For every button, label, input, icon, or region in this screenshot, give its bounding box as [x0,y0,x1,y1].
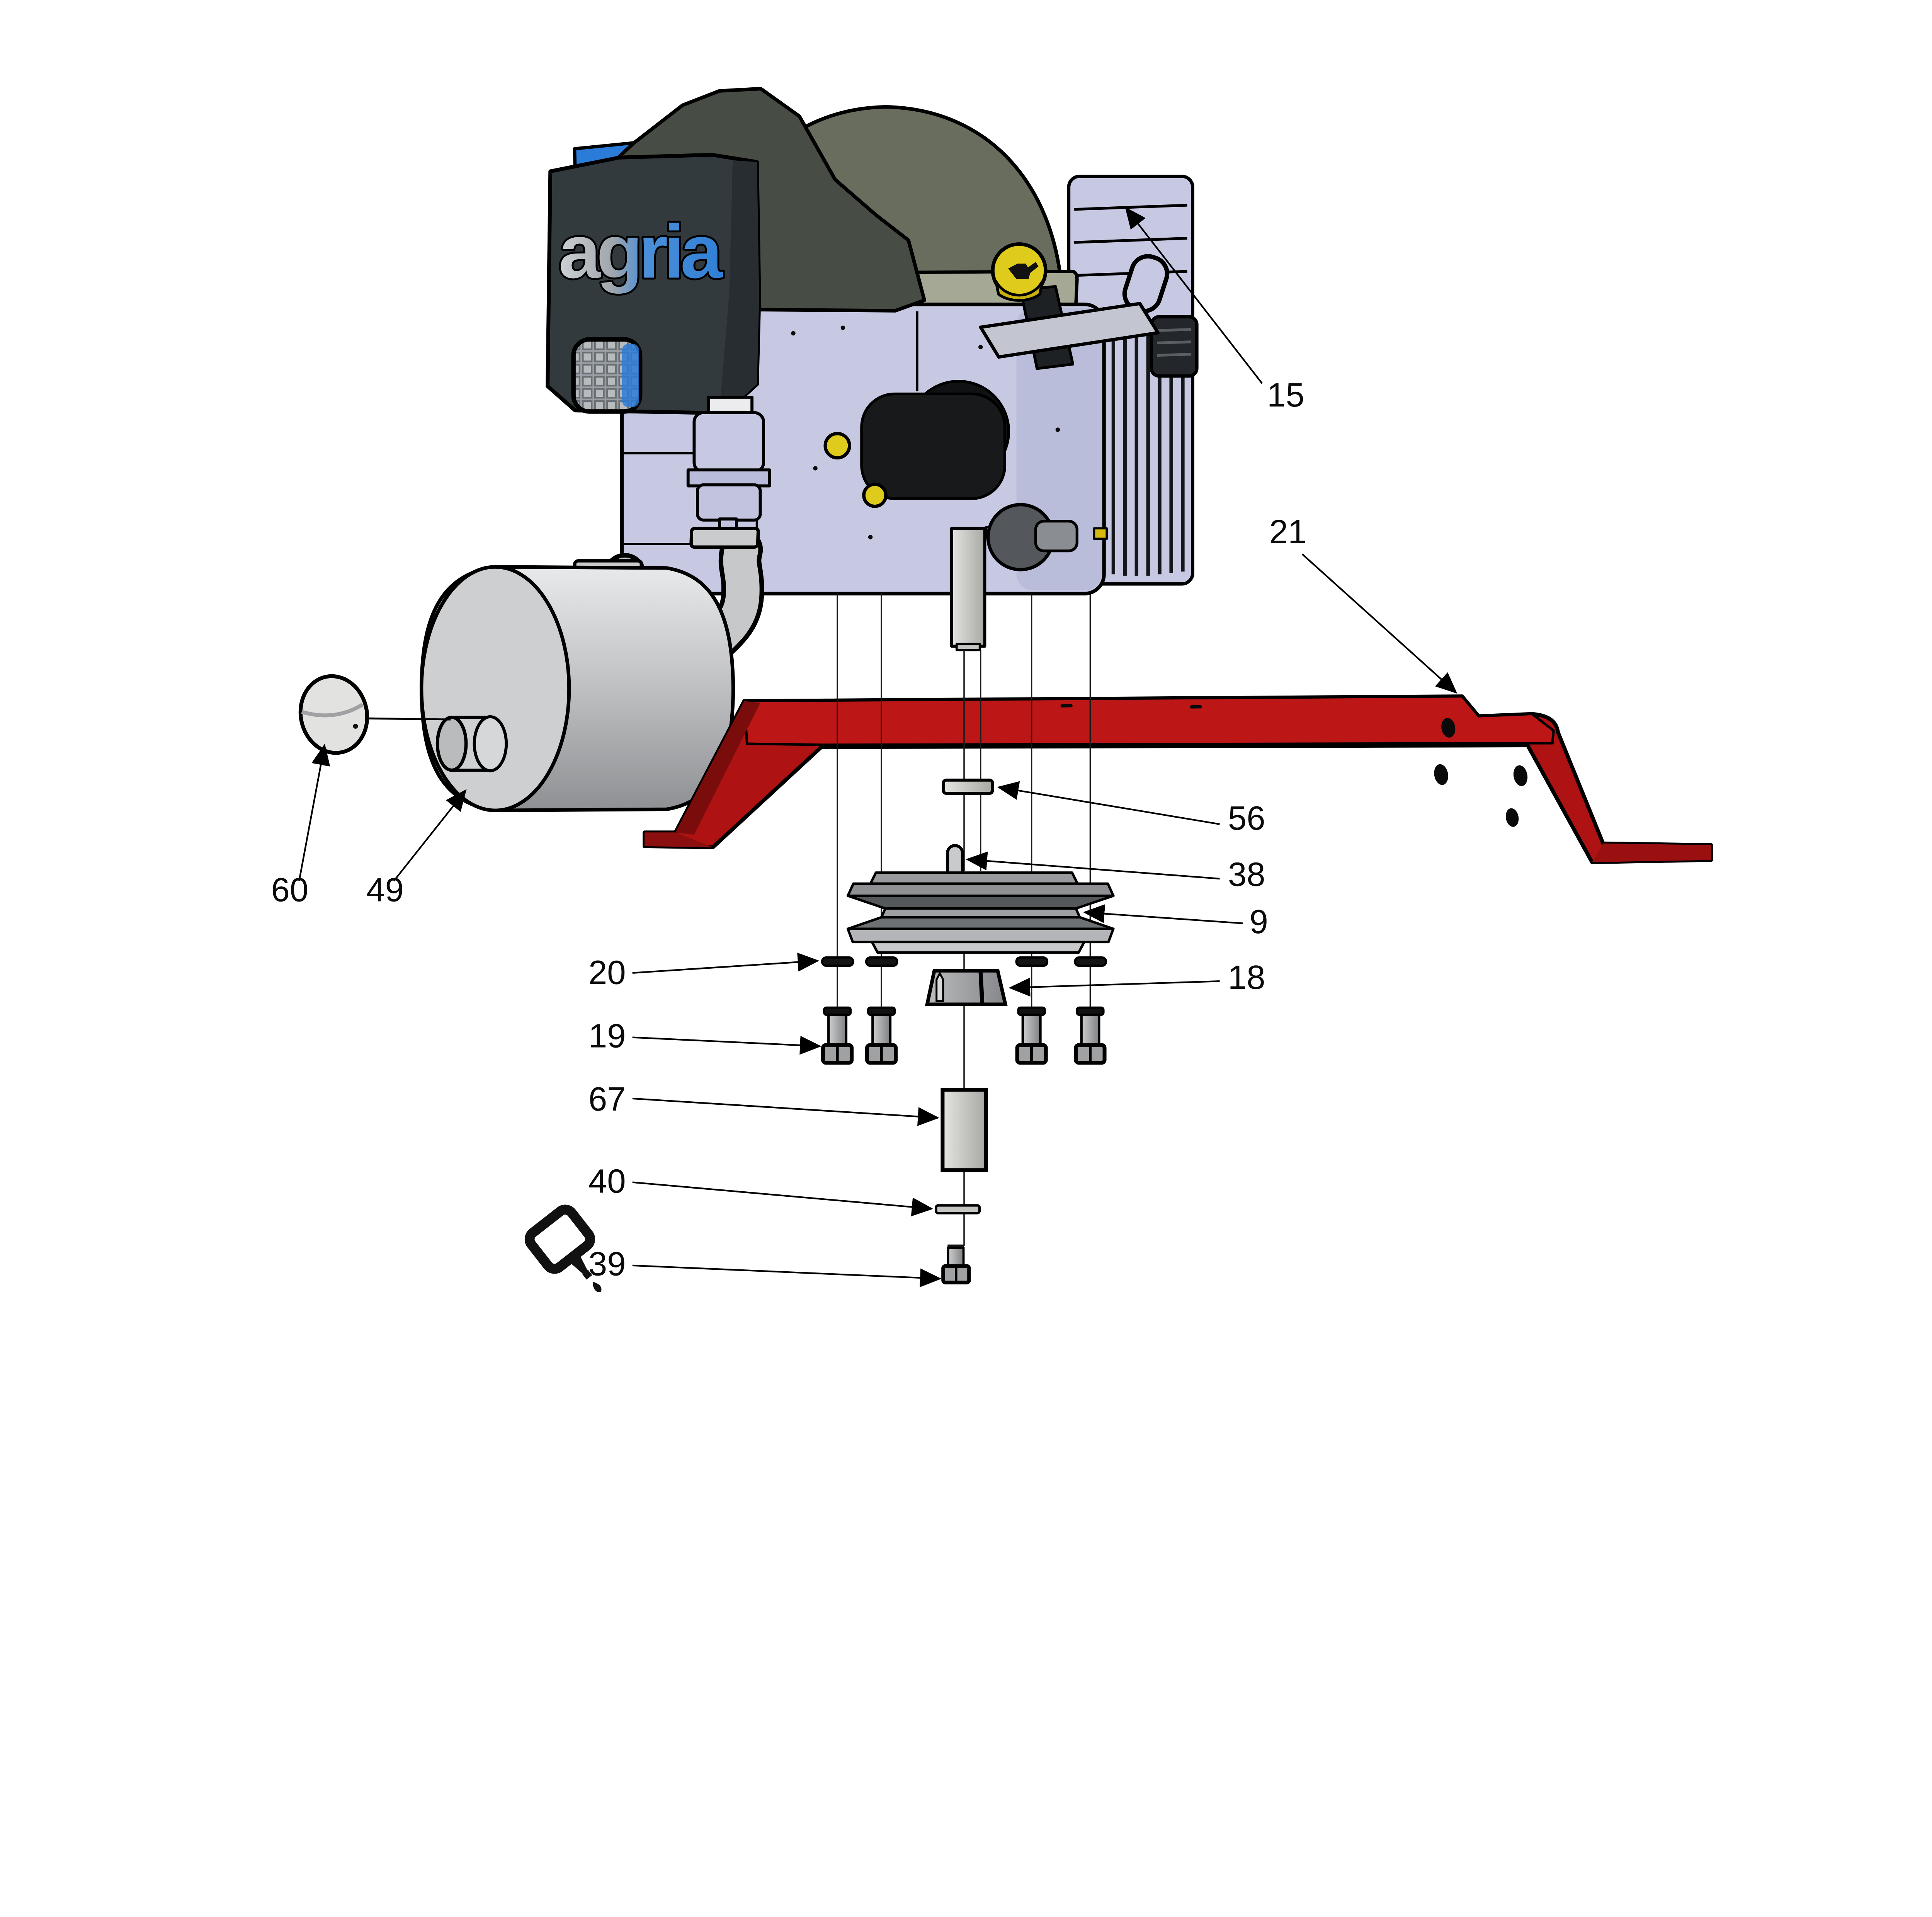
part-label-60: 60 [271,871,309,908]
center-bolt-39 [941,1244,971,1284]
bracket-left-foot [645,832,713,847]
part-label-56: 56 [1228,799,1265,837]
leader-39 [632,1264,942,1288]
oiler-icon [1008,262,1039,279]
hex-bolts-19 [821,1006,1107,1065]
yellow-nut-icon [1093,527,1108,540]
yellow-bolt-icon [862,482,888,508]
muffler-front-face [420,565,571,812]
air-cleaner-box: agria [546,153,761,415]
crankshaft [950,527,986,651]
leader-49 [393,789,467,882]
spacer-67 [940,1088,988,1172]
threadlocker-icon [524,1204,602,1293]
part-labels: 15 21 56 38 9 18 20 19 67 40 39 60 49 [271,376,1307,1283]
leader-38 [966,851,1220,880]
cap-to-stub-line [367,717,451,721]
leader-20 [632,953,820,974]
mounting-bracket [643,694,1713,864]
oil-fill-assembly [979,242,1160,370]
leader-lines [298,207,1458,1288]
bracket-right-foot [1592,843,1711,862]
part-label-38: 38 [1228,856,1265,893]
leader-67 [632,1097,940,1126]
leader-15 [1125,207,1263,384]
diagram-page: agria [271,87,1713,1293]
carburetor [986,503,1078,572]
muffler-assembly [298,526,764,812]
leader-9 [1083,904,1243,924]
connector-plug [1150,315,1199,378]
leader-60 [298,743,330,881]
washer-56 [942,778,994,795]
leader-21 [1301,553,1458,694]
part-label-20: 20 [588,954,626,991]
part-label-49: 49 [366,871,404,908]
muffler-inlet-stub [435,715,508,772]
brand-logo: agria [559,209,723,294]
pulley-9 [846,871,1115,954]
leader-56 [997,781,1220,825]
bracket-top-band [743,695,1555,746]
part-label-21: 21 [1269,513,1307,551]
part-label-67: 67 [588,1080,626,1118]
leader-19 [632,1036,821,1055]
washer-40 [935,1204,981,1214]
engine-assembly: agria [546,87,1199,651]
muffler-end-cap [298,674,369,755]
part-label-39: 39 [588,1245,626,1283]
yellow-bolt-icon [823,432,851,460]
oil-cap [991,242,1048,302]
bracket-holes [1060,704,1528,827]
support-strap [979,302,1160,359]
lock-washers-20 [821,956,1107,967]
part-label-40: 40 [588,1163,626,1200]
exploded-parts-diagram: agria [271,87,1713,1293]
part-label-19: 19 [588,1017,626,1055]
part-label-9: 9 [1250,903,1268,941]
bushing-18 [925,969,1008,1006]
leader-40 [632,1181,934,1216]
pipe-flange [689,526,760,549]
bracket-left-leg-shade [675,701,760,835]
leader-18 [1009,978,1220,997]
starter-motor [823,380,1108,540]
part-label-18: 18 [1228,959,1265,996]
part-label-15: 15 [1267,376,1304,414]
